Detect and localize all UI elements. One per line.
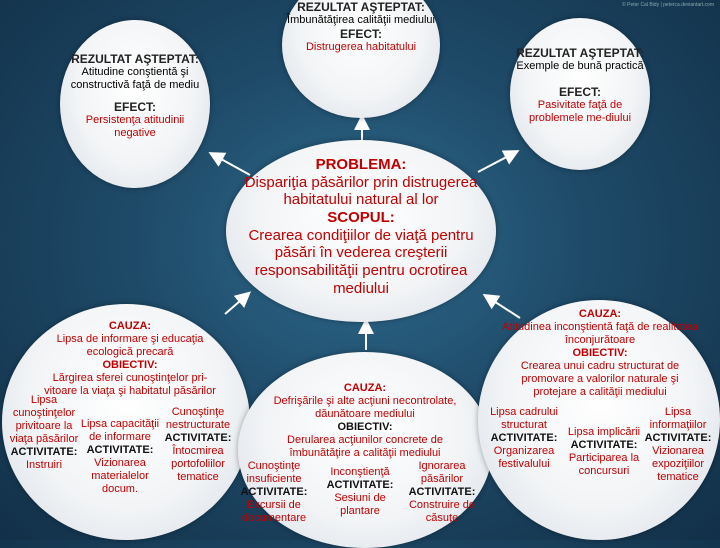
middle-col3: Ignorarea păsărilor ACTIVITATE: Construi… bbox=[400, 460, 484, 525]
middle-col2-action: Sesiuni de plantare bbox=[334, 491, 386, 517]
right-col2-activity: ACTIVITATE: bbox=[570, 438, 638, 451]
scope-label: SCOPUL: bbox=[327, 209, 395, 227]
middle-cause-ellipse bbox=[238, 352, 492, 548]
right-col3-text: Lipsa informaţiilor bbox=[649, 406, 707, 431]
top-right-result-title: REZULTAT AŞTEPTAT: bbox=[516, 46, 644, 60]
right-objective-text: Crearea unui cadru structurat de promova… bbox=[520, 359, 680, 398]
middle-col1-text: Cunoştinţe insuficiente bbox=[246, 460, 302, 485]
right-cause-text: Atitudinea inconştientă faţă de realitat… bbox=[502, 320, 698, 346]
left-cause-text: Lipsa de informare şi educaţia ecologică… bbox=[56, 332, 204, 358]
middle-cause-block: CAUZA: Defrişările şi alte acţiuni necon… bbox=[270, 382, 460, 460]
problem-text: Dispariţia păsărilor prin distrugerea ha… bbox=[244, 173, 478, 209]
right-col1-text: Lipsa cadrului structurat bbox=[490, 406, 558, 431]
top-right-effect-label: EFECT: bbox=[559, 85, 601, 100]
center-problem-ellipse bbox=[226, 140, 496, 322]
top-right-result-ellipse bbox=[510, 18, 650, 170]
left-col2-text: Lipsa capacităţii de informare bbox=[80, 418, 160, 443]
top-right-result-block: REZULTAT AŞTEPTAT: Exemple de bună pract… bbox=[515, 46, 645, 125]
right-col2: Lipsa implicării ACTIVITATE: Participare… bbox=[562, 426, 646, 478]
middle-cause-label: CAUZA: bbox=[343, 382, 387, 394]
top-left-result-block: REZULTAT AŞTEPTAT: Atitudine conştientă … bbox=[70, 52, 200, 140]
middle-col1: Cunoştinţe insuficiente ACTIVITATE: Excu… bbox=[234, 460, 314, 525]
middle-objective-label: OBIECTIV: bbox=[337, 420, 393, 433]
left-col3-text: Cunoştinţe nestructurate bbox=[165, 406, 231, 431]
left-col1-activity: ACTIVITATE: bbox=[10, 445, 78, 458]
middle-cause-text: Defrişările şi alte acţiuni necontrolate… bbox=[273, 394, 457, 420]
left-cause-ellipse bbox=[2, 304, 250, 540]
top-left-result-title: REZULTAT AŞTEPTAT: bbox=[71, 52, 199, 66]
middle-col2-activity: ACTIVITATE: bbox=[326, 478, 394, 491]
top-left-effect-text: Persistenţa atitudinii negative bbox=[85, 114, 185, 140]
right-col3-activity: ACTIVITATE: bbox=[644, 431, 712, 444]
left-col1-text: Lipsa cunoştinţelor privitoare la viaţa … bbox=[9, 394, 79, 445]
arrow-from-left bbox=[224, 291, 252, 315]
right-objective-label: OBIECTIV: bbox=[572, 346, 628, 359]
middle-col2: Inconştienţă ACTIVITATE: Sesiuni de plan… bbox=[318, 466, 402, 518]
arrow-to-top-left bbox=[208, 152, 251, 176]
top-result-text: Îmbunătăţirea calităţii mediului bbox=[287, 14, 435, 27]
right-col1-activity: ACTIVITATE: bbox=[490, 431, 558, 444]
top-effect-text: Distrugerea habitatului bbox=[305, 41, 417, 54]
middle-col2-text: Inconştienţă bbox=[330, 466, 390, 478]
credit-text: © Peter Cal Bidy | peterca.deviantart.co… bbox=[622, 2, 714, 8]
top-right-effect-text: Pasivitate faţă de problemele me-diului bbox=[528, 99, 632, 125]
left-col3-activity: ACTIVITATE: bbox=[164, 431, 232, 444]
middle-col3-text: Ignorarea păsărilor bbox=[418, 460, 466, 485]
left-objective-text: Lărgirea sferei cunoştinţelor pri-vitoar… bbox=[44, 371, 216, 397]
problem-label: PROBLEMA: bbox=[315, 156, 407, 173]
left-col3-action: Întocmirea portofoliilor tematice bbox=[171, 444, 225, 483]
left-col1: Lipsa cunoştinţelor privitoare la viaţa … bbox=[4, 394, 84, 472]
center-problem-block: PROBLEMA: Dispariţia păsărilor prin dist… bbox=[234, 156, 488, 298]
middle-col1-activity: ACTIVITATE: bbox=[240, 485, 308, 498]
right-col1: Lipsa cadrului structurat ACTIVITATE: Or… bbox=[482, 406, 566, 471]
middle-col1-action: Excursii de documentare bbox=[241, 498, 307, 524]
scope-text: Crearea condiţiilor de viaţă pentru păsă… bbox=[248, 226, 474, 297]
right-col2-action: Participarea la concursuri bbox=[568, 451, 640, 477]
right-cause-ellipse bbox=[478, 300, 720, 540]
top-result-block: REZULTAT AŞTEPTAT: Îmbunătăţirea calităţ… bbox=[286, 0, 436, 54]
middle-objective-text: Derularea acţiunilor concrete de îmbunăt… bbox=[287, 433, 443, 459]
right-col2-text: Lipsa implicării bbox=[567, 426, 641, 438]
top-left-effect-label: EFECT: bbox=[114, 100, 156, 115]
left-col3: Cunoştinţe nestructurate ACTIVITATE: Înt… bbox=[156, 406, 240, 484]
right-col3-action: Vizionarea expoziţiilor tematice bbox=[652, 444, 704, 483]
left-cause-label: CAUZA: bbox=[108, 320, 152, 332]
top-right-result-text: Exemple de bună practică bbox=[516, 60, 644, 73]
top-effect-label: EFECT: bbox=[340, 27, 382, 42]
arrow-to-top-right bbox=[477, 150, 520, 173]
arrow-from-right bbox=[482, 293, 521, 319]
right-cause-block: CAUZA: Atitudinea inconştientă faţă de r… bbox=[500, 308, 700, 399]
left-cause-block: CAUZA: Lipsa de informare şi educaţia ec… bbox=[40, 320, 220, 398]
right-cause-label: CAUZA: bbox=[578, 308, 622, 320]
top-left-result-text: Atitudine conştientă şi constructivă faţ… bbox=[70, 66, 200, 92]
left-col2: Lipsa capacităţii de informare ACTIVITAT… bbox=[78, 418, 162, 496]
top-result-title: REZULTAT AŞTEPTAT: bbox=[297, 0, 425, 14]
left-col1-action: Instruiri bbox=[25, 458, 63, 471]
left-col2-action: Vizionarea materialelor docum. bbox=[91, 456, 149, 495]
top-result-ellipse bbox=[282, 0, 440, 118]
top-left-result-ellipse bbox=[60, 20, 210, 188]
middle-col3-action: Construire de căsuţe bbox=[408, 498, 476, 524]
left-objective-label: OBIECTIV: bbox=[102, 358, 158, 371]
right-col3: Lipsa informaţiilor ACTIVITATE: Vizionar… bbox=[638, 406, 718, 484]
right-col1-action: Organizarea festivalului bbox=[493, 444, 555, 470]
left-col2-activity: ACTIVITATE: bbox=[86, 443, 154, 456]
middle-col3-activity: ACTIVITATE: bbox=[408, 485, 476, 498]
